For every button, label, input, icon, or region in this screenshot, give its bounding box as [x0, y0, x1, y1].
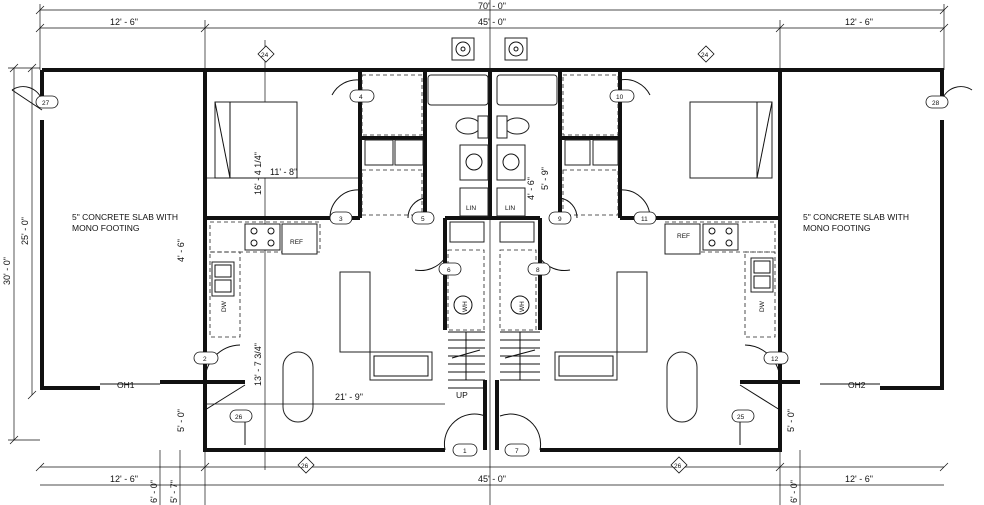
svg-text:27: 27 [42, 100, 50, 107]
right-living [554, 271, 781, 445]
right-closet [562, 74, 651, 219]
tag-2: 2 [193, 351, 219, 365]
right-garage-width-top: 12' - 6" [845, 17, 873, 27]
svg-text:5: 5 [421, 216, 425, 223]
tag-6: 6 [438, 262, 462, 276]
right-bedroom [689, 101, 773, 179]
svg-text:2: 2 [203, 356, 207, 363]
right-stair-and-utility [499, 221, 571, 451]
house-width-top: 45' - 0" [478, 17, 506, 27]
left-garage-width-bottom: 12' - 6" [110, 474, 138, 484]
tag-27: 27 [35, 95, 59, 109]
svg-text:28: 28 [932, 100, 940, 107]
svg-text:11: 11 [641, 216, 648, 223]
linen-left: LIN [466, 205, 476, 212]
bath-dim-right-b: 5' - 9" [540, 167, 550, 190]
svg-text:24: 24 [261, 52, 269, 59]
stoop-dim-left: 5' - 0" [176, 409, 186, 432]
svg-text:26: 26 [235, 414, 243, 421]
tag-12: 12 [763, 351, 789, 365]
left-closet [329, 74, 424, 219]
overall-width-label: 70' - 0" [478, 1, 506, 11]
stair-up-label: UP [456, 390, 468, 400]
tag-10: 10 [609, 89, 635, 103]
tag-8: 8 [527, 262, 551, 276]
tag-4: 4 [349, 89, 375, 103]
right-slab-note-line2: MONO FOOTING [803, 223, 871, 233]
overhead-door-oh1: OH1 [117, 380, 135, 390]
svg-text:9: 9 [558, 216, 562, 223]
left-stair-and-utility [414, 221, 486, 451]
ref-right: REF [677, 233, 690, 240]
right-slab-note-line1: 5" CONCRETE SLAB WITH [803, 212, 909, 222]
svg-text:6: 6 [447, 267, 451, 274]
right-garage-width-bottom: 12' - 6" [845, 474, 873, 484]
ref-left: REF [290, 239, 303, 246]
exterior-fixtures [451, 37, 528, 61]
tag-9: 9 [548, 211, 572, 225]
svg-text:8: 8 [536, 267, 540, 274]
tag-28: 28 [925, 95, 949, 109]
left-dimension-lines [8, 63, 40, 445]
svg-text:7: 7 [515, 448, 519, 455]
linen-right: LIN [505, 205, 515, 212]
tag-26-stoop: 26 [229, 409, 253, 423]
dw-right: DW [759, 300, 766, 312]
bottom-dimension-lines [35, 440, 949, 505]
overall-depth-label: 30' - 0" [2, 257, 12, 285]
house-width-bottom: 45' - 0" [478, 474, 506, 484]
svg-text:24: 24 [701, 52, 709, 59]
svg-text:26: 26 [674, 463, 682, 470]
bedroom-depth-dim: 16' - 4 1/4" [253, 152, 263, 195]
living-depth-dim: 13' - 7 3/4" [253, 343, 263, 386]
left-bath [407, 74, 489, 219]
water-heater-right: WH [519, 301, 526, 312]
tag-3: 3 [329, 211, 353, 225]
closet-dim-left: 4' - 6" [176, 239, 186, 262]
left-slab-note-line1: 5" CONCRETE SLAB WITH [72, 212, 178, 222]
svg-text:26: 26 [301, 463, 309, 470]
left-living [204, 271, 433, 445]
tag-1: 1 [452, 443, 478, 457]
bottom-right-dim: 6' - 0" [789, 480, 799, 503]
bath-dim-right-a: 4' - 6" [526, 177, 536, 200]
left-slab-note-line2: MONO FOOTING [72, 223, 140, 233]
svg-text:1: 1 [463, 448, 467, 455]
tag-26-left: 26 [297, 456, 315, 474]
tag-7: 7 [504, 443, 530, 457]
water-heater-left: WH [462, 301, 469, 312]
tag-24-left: 24 [257, 45, 275, 63]
bottom-left-dim-a: 6' - 0" [149, 480, 159, 503]
left-garage [11, 68, 207, 390]
tag-5: 5 [411, 211, 435, 225]
svg-text:25: 25 [737, 414, 745, 421]
tag-25: 25 [731, 409, 755, 423]
stoop-dim-right: 5' - 0" [786, 409, 796, 432]
left-kitchen [209, 221, 321, 338]
bottom-left-dim-b: 5' - 7" [169, 480, 179, 503]
garage-depth-label: 25' - 0" [20, 217, 30, 245]
tag-11: 11 [633, 211, 657, 225]
left-garage-width-top: 12' - 6" [110, 17, 138, 27]
living-width-dim: 21' - 9" [335, 392, 363, 402]
tag-24-right: 24 [697, 45, 715, 63]
left-bedroom [214, 101, 298, 179]
bedroom-width-dim: 11' - 8" [270, 167, 297, 177]
house-exterior-walls [203, 68, 782, 452]
svg-text:4: 4 [359, 94, 363, 101]
svg-text:12: 12 [771, 356, 779, 363]
right-bath [496, 74, 578, 219]
right-kitchen [664, 221, 776, 338]
svg-text:3: 3 [339, 216, 343, 223]
overhead-door-oh2: OH2 [848, 380, 866, 390]
dw-left: DW [221, 300, 228, 312]
tag-26-right: 26 [670, 456, 688, 474]
svg-text:10: 10 [616, 94, 624, 101]
